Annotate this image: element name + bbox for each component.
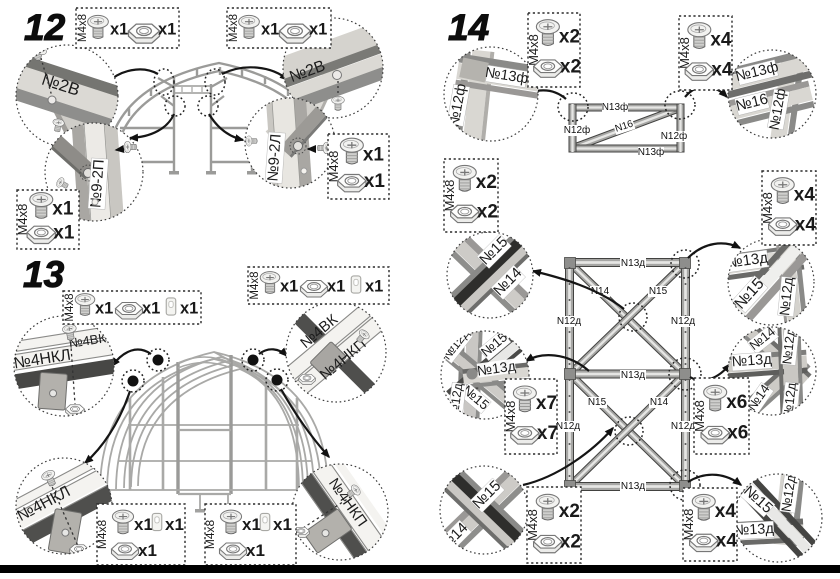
svg-text:M4x8: M4x8 — [203, 520, 217, 550]
svg-text:№12ф: №12ф — [766, 87, 789, 131]
svg-text:x2: x2 — [476, 172, 497, 193]
svg-text:№12д: №12д — [776, 276, 796, 316]
svg-text:№13д: №13д — [476, 357, 517, 378]
svg-text:№9-2Л: №9-2Л — [264, 133, 284, 182]
svg-text:N13д: N13д — [621, 481, 645, 492]
svg-text:x4: x4 — [716, 531, 738, 552]
svg-text:x1: x1 — [242, 515, 261, 534]
svg-text:N13д: N13д — [621, 370, 645, 381]
svg-text:M4x8: M4x8 — [526, 34, 541, 66]
svg-text:x1: x1 — [261, 21, 279, 39]
svg-text:x2: x2 — [560, 56, 581, 77]
svg-text:x1: x1 — [138, 541, 157, 560]
svg-text:x1: x1 — [280, 278, 298, 296]
svg-text:№13д: №13д — [733, 521, 774, 539]
svg-text:M4x8: M4x8 — [681, 509, 696, 541]
svg-text:x1: x1 — [309, 21, 327, 39]
svg-text:14: 14 — [448, 7, 489, 48]
svg-text:M4x8: M4x8 — [326, 151, 341, 183]
svg-text:x2: x2 — [477, 202, 498, 223]
svg-text:x4: x4 — [795, 214, 817, 235]
svg-text:№13ф: №13ф — [484, 65, 530, 88]
svg-text:N15: N15 — [588, 397, 607, 408]
svg-text:x7: x7 — [536, 393, 557, 414]
svg-text:N12ф: N12ф — [564, 124, 591, 136]
svg-text:M4x8: M4x8 — [249, 271, 261, 299]
svg-text:x6: x6 — [726, 392, 747, 413]
svg-text:x1: x1 — [95, 300, 113, 318]
svg-text:M4x8: M4x8 — [15, 204, 30, 236]
svg-text:N15: N15 — [649, 286, 668, 297]
svg-text:x1: x1 — [134, 515, 153, 534]
svg-text:x4: x4 — [794, 184, 816, 205]
svg-text:x1: x1 — [110, 21, 128, 39]
svg-text:x2: x2 — [560, 532, 581, 553]
svg-text:x1: x1 — [52, 198, 74, 219]
svg-text:x1: x1 — [53, 222, 75, 243]
svg-text:x1: x1 — [180, 300, 198, 318]
svg-text:x1: x1 — [158, 21, 176, 39]
svg-text:x7: x7 — [537, 423, 558, 444]
svg-text:M4x8: M4x8 — [64, 293, 76, 321]
svg-text:№12д: №12д — [779, 327, 798, 365]
svg-text:x1: x1 — [363, 144, 385, 165]
svg-text:13: 13 — [23, 254, 65, 295]
svg-text:N13ф: N13ф — [602, 101, 629, 113]
svg-text:N12д: N12д — [556, 421, 580, 432]
svg-text:M4x8: M4x8 — [77, 14, 89, 42]
svg-text:x4: x4 — [710, 29, 732, 50]
svg-text:№4ВК: №4ВК — [68, 330, 108, 351]
svg-text:N12д: N12д — [671, 316, 695, 327]
svg-text:№12д: №12д — [780, 381, 799, 419]
svg-text:x2: x2 — [559, 26, 580, 47]
svg-text:x6: x6 — [727, 423, 748, 444]
svg-text:№13д: №13д — [731, 352, 773, 371]
svg-text:N13ф: N13ф — [638, 146, 665, 158]
svg-text:M4x8: M4x8 — [95, 520, 109, 550]
svg-text:M4x8: M4x8 — [525, 509, 540, 541]
svg-text:M4x8: M4x8 — [677, 37, 692, 69]
svg-text:N14: N14 — [591, 286, 610, 297]
svg-text:№9-2П: №9-2П — [87, 159, 107, 209]
svg-text:№12ф: №12ф — [446, 82, 469, 128]
svg-text:N12ф: N12ф — [661, 130, 688, 142]
svg-text:M4x8: M4x8 — [760, 192, 775, 224]
svg-text:M4x8: M4x8 — [692, 400, 707, 432]
svg-text:x1: x1 — [165, 515, 184, 534]
svg-text:x2: x2 — [559, 501, 580, 522]
svg-text:x1: x1 — [273, 515, 292, 534]
svg-text:№12д: №12д — [779, 474, 799, 513]
svg-text:x1: x1 — [142, 300, 160, 318]
svg-text:12: 12 — [24, 7, 66, 48]
svg-text:M4x8: M4x8 — [228, 14, 240, 42]
svg-text:N13д: N13д — [621, 258, 645, 269]
svg-text:N12д: N12д — [557, 316, 581, 327]
svg-text:x1: x1 — [327, 278, 345, 296]
svg-text:x4: x4 — [715, 501, 737, 522]
svg-text:M4x8: M4x8 — [442, 180, 457, 212]
svg-text:x4: x4 — [711, 59, 733, 80]
svg-text:x1: x1 — [246, 541, 265, 560]
svg-text:N14: N14 — [650, 397, 669, 408]
svg-text:M4x8: M4x8 — [503, 401, 518, 433]
svg-text:x1: x1 — [364, 171, 386, 192]
svg-text:x1: x1 — [365, 278, 383, 296]
svg-text:N12д: N12д — [671, 421, 695, 432]
